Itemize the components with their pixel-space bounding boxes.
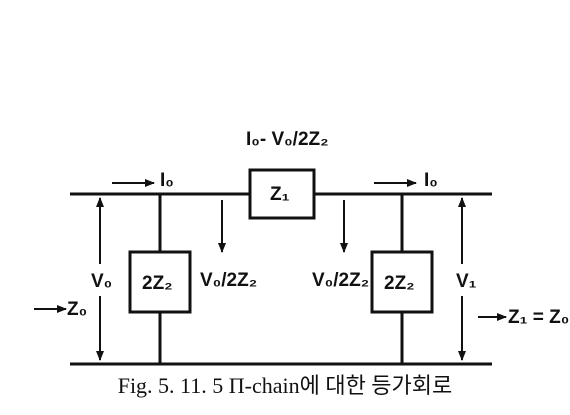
left-shunt-label: 2Z₂ bbox=[142, 273, 173, 294]
z1-box bbox=[248, 168, 316, 220]
top-current-label: I₀- V₀/2Z₂ bbox=[246, 129, 329, 150]
figure-caption: Fig. 5. 11. 5 Π-chain에 대한 등가회로 bbox=[117, 373, 453, 398]
left-branch-current-label: V₀/2Z₂ bbox=[200, 270, 257, 291]
v-out-label: V₁ bbox=[456, 271, 477, 292]
right-shunt-box bbox=[370, 250, 434, 314]
z1-label: Z₁ bbox=[270, 184, 290, 205]
z-in-label: Z₀ bbox=[67, 299, 87, 320]
z-out-label: Z₁ = Z₀ bbox=[508, 307, 569, 328]
right-current-label: I₀ bbox=[424, 170, 438, 191]
left-current-label: I₀ bbox=[160, 170, 174, 191]
right-shunt-label: 2Z₂ bbox=[384, 273, 415, 294]
v-in-label: V₀ bbox=[91, 271, 112, 292]
right-branch-current-label: V₀/2Z₂ bbox=[312, 270, 369, 291]
